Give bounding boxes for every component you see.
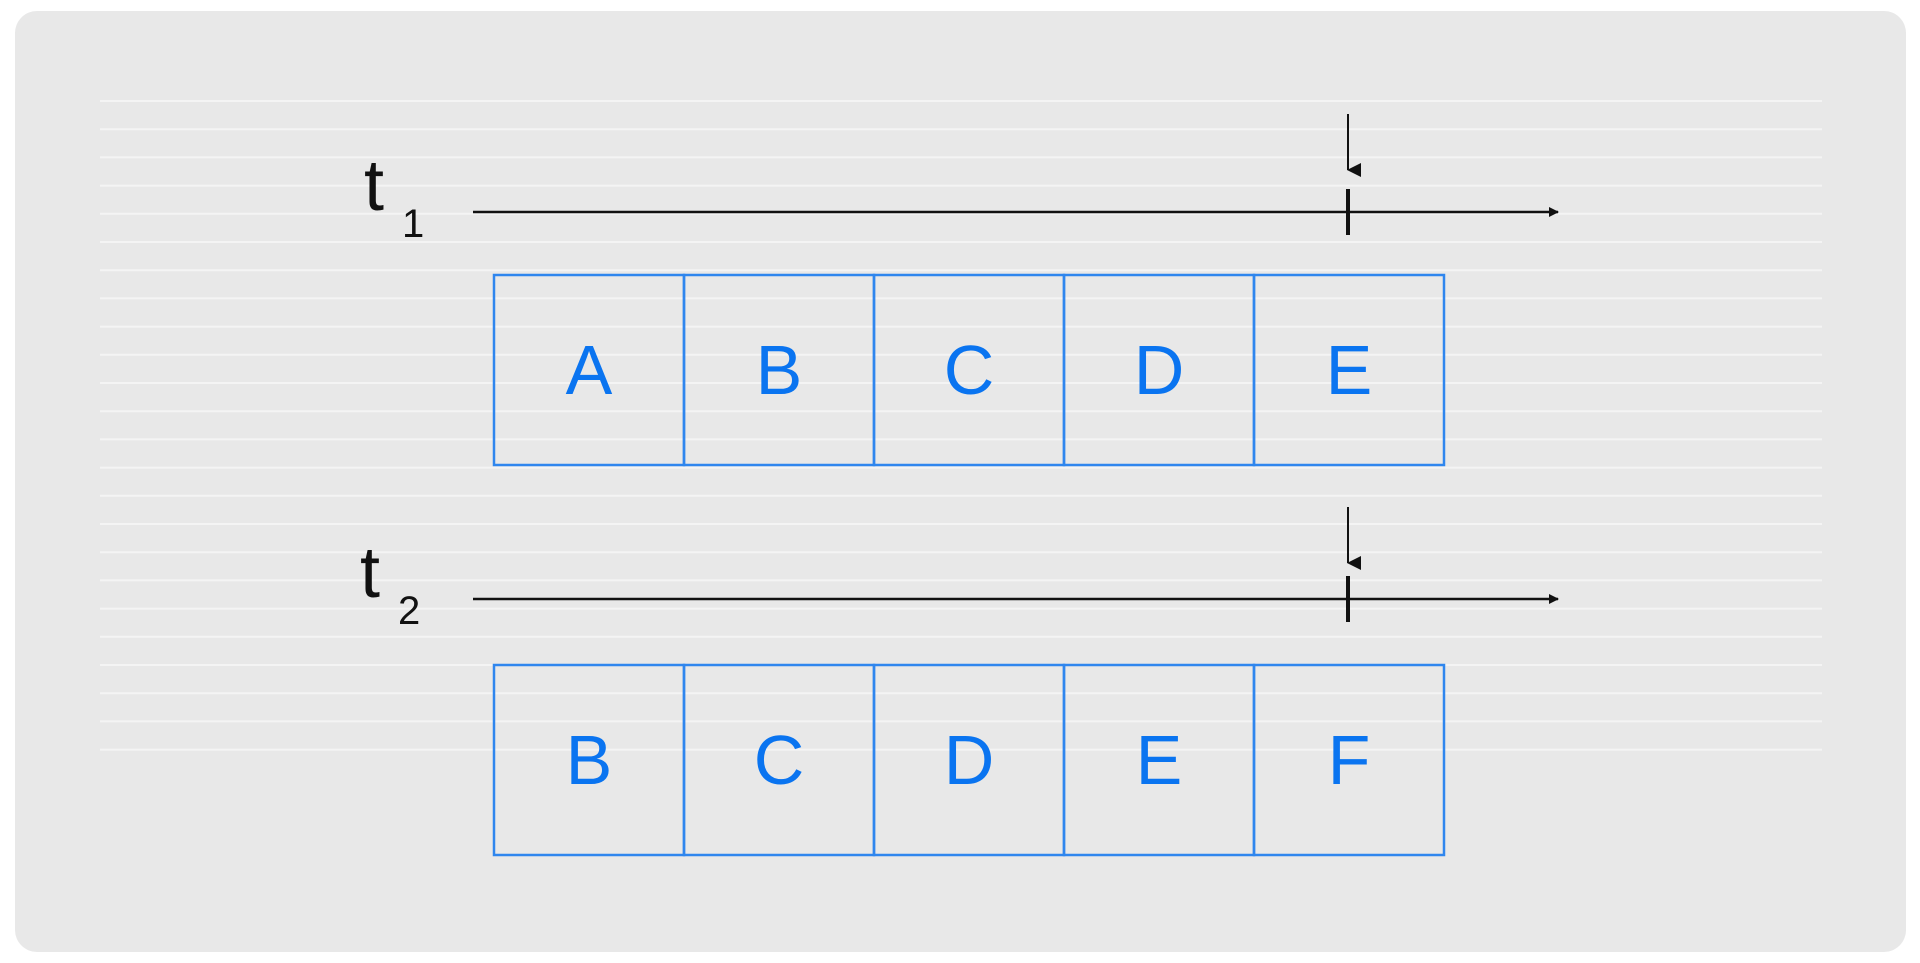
cell-label: A [566, 331, 613, 409]
cell-label: D [944, 721, 995, 799]
cell-label: E [1136, 721, 1183, 799]
time-label-t1: t [364, 146, 384, 226]
cell-label: B [566, 721, 613, 799]
cell-label: B [756, 331, 803, 409]
time-subscript-t2: 2 [398, 589, 420, 633]
cell-label: F [1328, 721, 1371, 799]
cell-label: C [754, 721, 805, 799]
row-t2: t 2 B C D E F [360, 507, 1559, 857]
row-t1: t 1 A B C D E [364, 114, 1559, 467]
diagram-panel [15, 11, 1906, 952]
time-label-t2: t [360, 533, 380, 613]
cell-label: E [1326, 331, 1373, 409]
window-cell [1252, 663, 1446, 857]
window-cell [1252, 273, 1446, 467]
cell-label: C [944, 331, 995, 409]
time-subscript-t1: 1 [402, 202, 424, 246]
background-gridlines [100, 100, 1822, 751]
cell-label: D [1134, 331, 1185, 409]
